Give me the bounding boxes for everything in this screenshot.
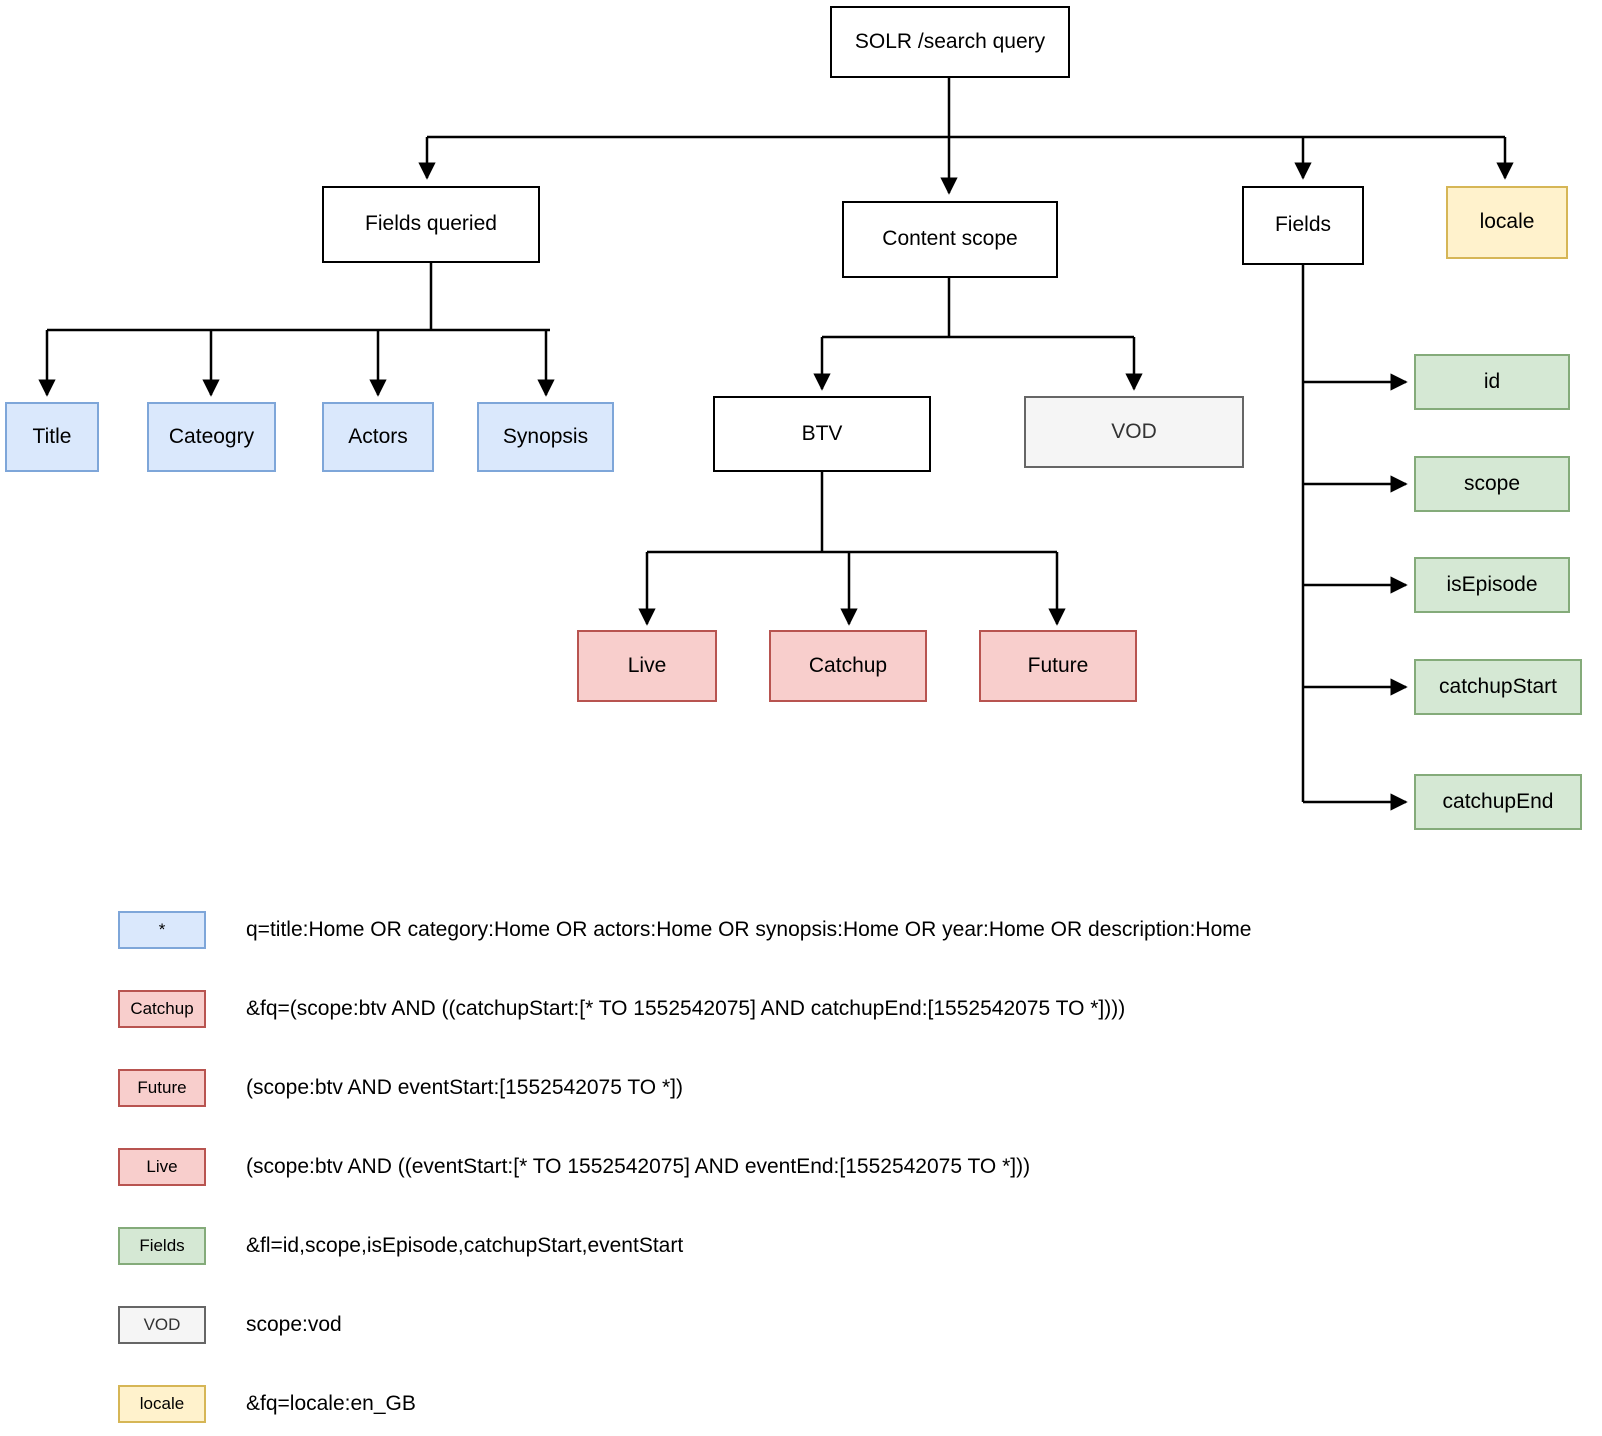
node-catchup[interactable]: Catchup: [769, 630, 927, 702]
legend-chip-vod: VOD: [118, 1305, 206, 1344]
legend-chip-label: *: [158, 919, 166, 939]
node-field-catchupend[interactable]: catchupEnd: [1414, 774, 1582, 830]
legend-chip-label: Fields: [139, 1235, 185, 1255]
node-fields-queried-label: Fields queried: [365, 212, 497, 236]
node-future[interactable]: Future: [979, 630, 1137, 702]
legend-row: * q=title:Home OR category:Home OR actor…: [118, 890, 1518, 969]
node-btv[interactable]: BTV: [713, 396, 931, 472]
node-content-scope[interactable]: Content scope: [842, 201, 1058, 278]
legend-row: locale &fq=locale:en_GB: [118, 1364, 1518, 1436]
legend-description: scope:vod: [246, 1312, 342, 1336]
legend-description: &fq=locale:en_GB: [246, 1391, 416, 1415]
node-locale[interactable]: locale: [1446, 186, 1568, 259]
legend: * q=title:Home OR category:Home OR actor…: [118, 890, 1518, 1436]
node-category-label: Cateogry: [168, 424, 255, 448]
node-root[interactable]: SOLR /search query: [830, 6, 1070, 78]
node-live-label: Live: [627, 653, 667, 677]
legend-chip-label: locale: [139, 1393, 185, 1413]
legend-chip-label: Future: [137, 1077, 187, 1097]
legend-row: Fields &fl=id,scope,isEpisode,catchupSta…: [118, 1206, 1518, 1285]
node-vod-label: VOD: [1111, 419, 1157, 443]
legend-chip-fields: Fields: [118, 1226, 206, 1265]
node-content-scope-label: Content scope: [882, 227, 1018, 251]
legend-row: Catchup &fq=(scope:btv AND ((catchupStar…: [118, 969, 1518, 1048]
node-actors[interactable]: Actors: [322, 402, 434, 472]
node-field-catchupstart[interactable]: catchupStart: [1414, 659, 1582, 715]
node-title-label: Title: [32, 424, 72, 448]
legend-chip-label: VOD: [143, 1314, 181, 1334]
node-field-id-label: id: [1483, 369, 1501, 393]
node-field-id[interactable]: id: [1414, 354, 1570, 410]
legend-description: &fq=(scope:btv AND ((catchupStart:[* TO …: [246, 996, 1126, 1020]
node-live[interactable]: Live: [577, 630, 717, 702]
legend-chip-live: Live: [118, 1147, 206, 1186]
legend-chip-all-fields: *: [118, 910, 206, 949]
legend-description: (scope:btv AND eventStart:[1552542075 TO…: [246, 1075, 683, 1099]
legend-chip-label: Catchup: [130, 998, 194, 1018]
node-fields-queried[interactable]: Fields queried: [322, 186, 540, 263]
legend-row: VOD scope:vod: [118, 1285, 1518, 1364]
legend-row: Live (scope:btv AND ((eventStart:[* TO 1…: [118, 1127, 1518, 1206]
node-field-scope-label: scope: [1463, 471, 1521, 495]
node-field-scope[interactable]: scope: [1414, 456, 1570, 512]
node-field-catchupstart-label: catchupStart: [1439, 674, 1557, 698]
node-root-label: SOLR /search query: [854, 29, 1046, 53]
legend-description: (scope:btv AND ((eventStart:[* TO 155254…: [246, 1154, 1031, 1178]
node-future-label: Future: [1027, 653, 1089, 677]
node-locale-label: locale: [1479, 210, 1535, 234]
legend-description: &fl=id,scope,isEpisode,catchupStart,even…: [246, 1233, 684, 1257]
node-catchup-label: Catchup: [808, 653, 888, 677]
node-actors-label: Actors: [348, 424, 408, 448]
node-fields-label: Fields: [1274, 213, 1332, 237]
legend-row: Future (scope:btv AND eventStart:[155254…: [118, 1048, 1518, 1127]
legend-description: q=title:Home OR category:Home OR actors:…: [246, 917, 1252, 941]
node-field-isepisode[interactable]: isEpisode: [1414, 557, 1570, 613]
legend-chip-label: Live: [146, 1156, 178, 1176]
legend-chip-locale: locale: [118, 1384, 206, 1423]
legend-chip-catchup: Catchup: [118, 989, 206, 1028]
node-synopsis-label: Synopsis: [502, 424, 589, 448]
node-btv-label: BTV: [801, 421, 843, 445]
node-fields[interactable]: Fields: [1242, 186, 1364, 265]
node-vod[interactable]: VOD: [1024, 396, 1244, 468]
node-field-isepisode-label: isEpisode: [1446, 572, 1538, 596]
node-synopsis[interactable]: Synopsis: [477, 402, 614, 472]
node-title[interactable]: Title: [5, 402, 99, 472]
legend-chip-future: Future: [118, 1068, 206, 1107]
node-field-catchupend-label: catchupEnd: [1442, 789, 1554, 813]
node-category[interactable]: Cateogry: [147, 402, 276, 472]
